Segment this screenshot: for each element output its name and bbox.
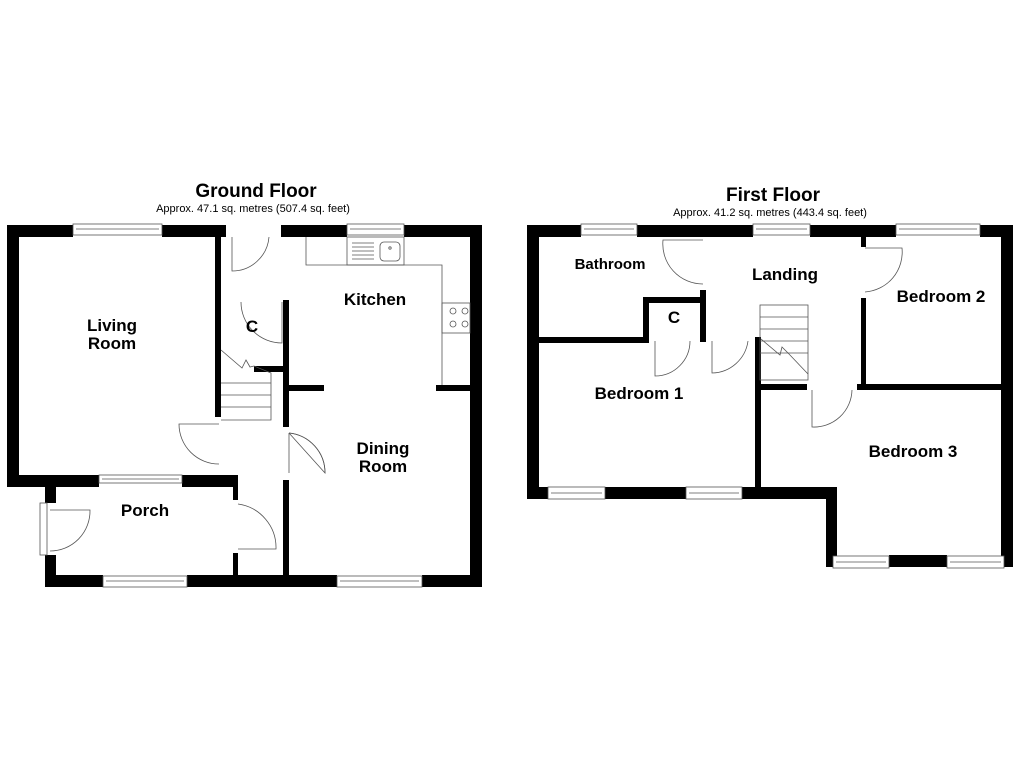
ground-floor-area: Approx. 47.1 sq. metres (507.4 sq. feet) — [156, 203, 350, 215]
first-floor-stairs — [759, 304, 809, 381]
ground-floor-plan: Ground Floor Approx. 47.1 sq. metres (50… — [7, 181, 482, 588]
living-room-label: Living — [87, 316, 137, 335]
first-cupboard-label: C — [668, 308, 680, 327]
cupboard-door — [240, 301, 283, 344]
sink-icon — [346, 236, 405, 266]
porch-inner-door — [237, 503, 277, 550]
bedroom-2-label: Bedroom 2 — [897, 287, 986, 306]
dining-room-label: Dining — [357, 439, 410, 458]
first-floor-windows — [547, 223, 1005, 569]
landing-cupboard-door — [654, 340, 691, 377]
dining-room-label-line2: Room — [359, 457, 407, 476]
first-floor-plan: First Floor Approx. 41.2 sq. metres (443… — [527, 185, 1013, 569]
first-floor-doors — [654, 239, 903, 428]
kitchen-label: Kitchen — [344, 290, 406, 309]
ground-floor-doors — [49, 236, 326, 552]
bedroom-2-door — [864, 247, 903, 293]
ground-floor-title: Ground Floor — [195, 181, 317, 202]
ground-floor-stairs — [220, 349, 272, 421]
living-room-door — [178, 423, 220, 465]
hob-icon — [441, 302, 471, 334]
ground-floor-walls — [7, 225, 482, 587]
first-floor-title: First Floor — [726, 185, 821, 206]
bedroom-1-label: Bedroom 1 — [595, 384, 684, 403]
bathroom-label: Bathroom — [575, 256, 646, 273]
kitchen-fixtures — [305, 236, 471, 385]
porch-label: Porch — [121, 501, 169, 520]
drainer-icon — [352, 242, 374, 260]
bedroom-3-door — [811, 389, 853, 428]
front-door — [49, 509, 91, 552]
bathroom-door — [662, 239, 704, 285]
living-room-label-line2: Room — [88, 334, 136, 353]
bedroom-3-label: Bedroom 3 — [869, 442, 958, 461]
first-floor-walls — [527, 225, 1013, 567]
ground-cupboard-label: C — [246, 317, 258, 336]
first-floor-area: Approx. 41.2 sq. metres (443.4 sq. feet) — [673, 207, 867, 219]
ground-floor-windows — [39, 223, 423, 588]
bedroom-1-door — [711, 340, 749, 374]
landing-label: Landing — [752, 265, 818, 284]
